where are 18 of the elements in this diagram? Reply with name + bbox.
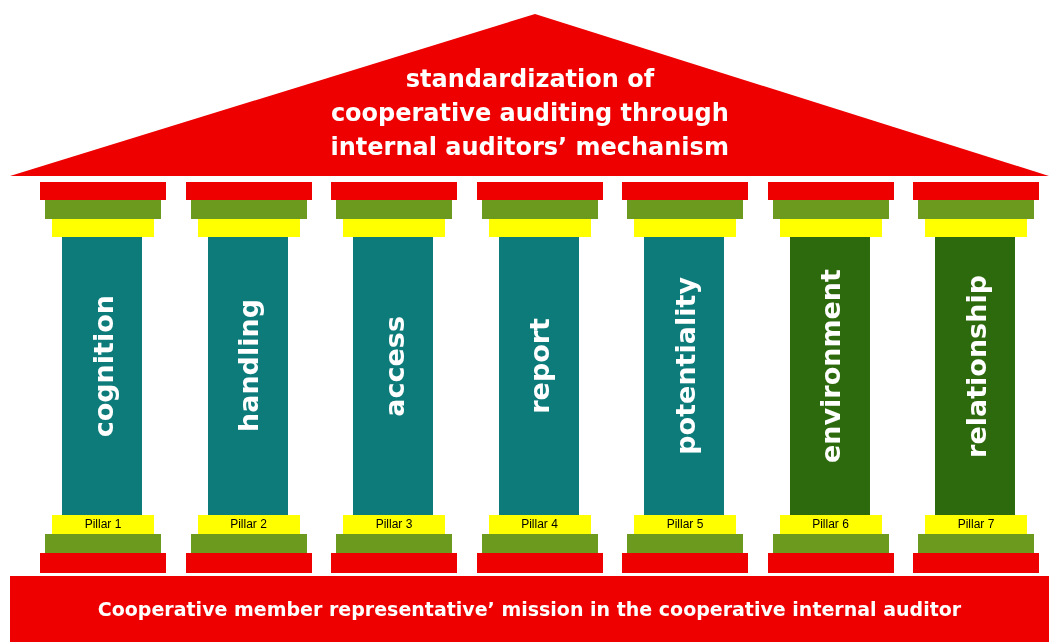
roof-title: standardization of cooperative auditing through internal auditors’ mechanism bbox=[330, 65, 729, 161]
pillar-label: handling bbox=[233, 299, 264, 433]
pillar-label: report bbox=[524, 318, 555, 414]
roof-triangle bbox=[10, 14, 1049, 176]
foundation-band bbox=[10, 576, 1049, 642]
pillar-number: Pillar 3 bbox=[375, 517, 413, 531]
pillar-number: Pillar 7 bbox=[957, 517, 995, 531]
pillar-number: Pillar 5 bbox=[666, 517, 704, 531]
pillar-label: relationship bbox=[960, 274, 992, 458]
pillar-number: Pillar 2 bbox=[230, 517, 267, 531]
pillar-label: environment bbox=[815, 268, 846, 464]
pillar-number: Pillar 4 bbox=[521, 517, 558, 531]
pillar-label: access bbox=[378, 315, 410, 417]
foundation-text: Cooperative member representative’ mission in the cooperative internal auditor bbox=[97, 598, 962, 620]
pillar-label: potentiality bbox=[669, 277, 701, 455]
pillar-label: cognition bbox=[87, 294, 119, 438]
pillar-number: Pillar 6 bbox=[812, 517, 849, 531]
pillar-number: Pillar 1 bbox=[84, 517, 122, 531]
